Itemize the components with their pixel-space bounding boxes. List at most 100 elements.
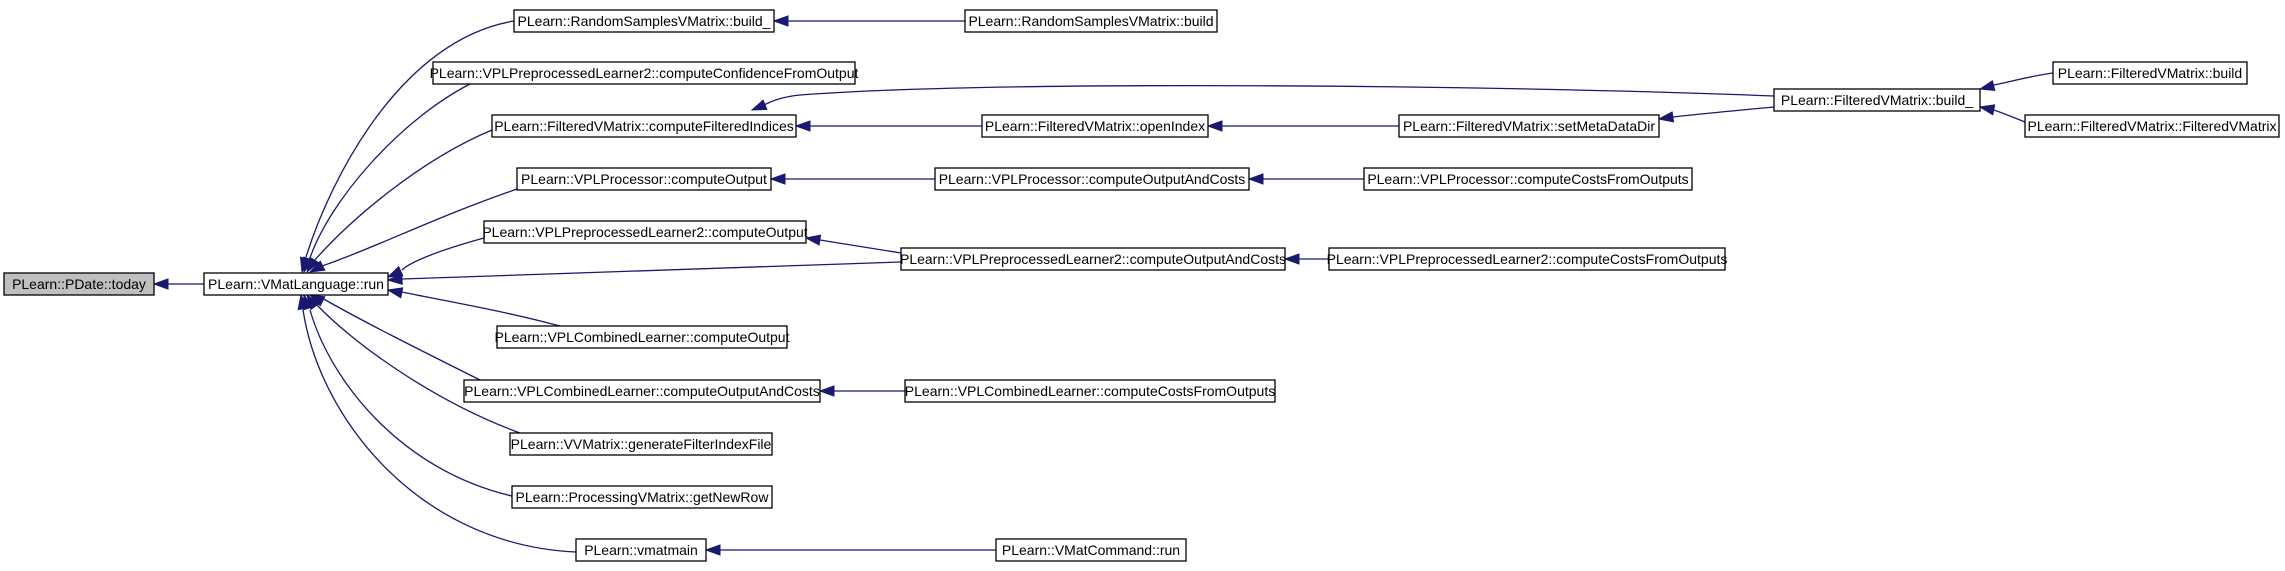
- call-edge: [1206, 120, 1399, 132]
- node-filtered-openindex[interactable]: PLearn::FilteredVMatrix::openIndex: [981, 114, 1209, 138]
- edge-line: [305, 20, 515, 258]
- node-box: [3, 272, 155, 296]
- node-pdate-today[interactable]: PLearn::PDate::today: [3, 272, 155, 296]
- node-vplpre2-costsfromoutputs[interactable]: PLearn::VPLPreprocessedLearner2::compute…: [1327, 247, 1728, 271]
- edge-line: [1993, 72, 2054, 86]
- node-label: PLearn::VMatLanguage::run: [208, 276, 384, 292]
- node-label: PLearn::FilteredVMatrix::computeFiltered…: [494, 118, 794, 134]
- node-vplcomb-costsfromoutputs[interactable]: PLearn::VPLCombinedLearner::computeCosts…: [904, 379, 1276, 403]
- node-vmatlanguage-run[interactable]: PLearn::VMatLanguage::run: [203, 272, 389, 296]
- node-vvmatrix-genfilter[interactable]: PLearn::VVMatrix::generateFilterIndexFil…: [509, 432, 773, 456]
- node-box: [2024, 114, 2280, 138]
- node-label: PLearn::VPLPreprocessedLearner2::compute…: [430, 65, 859, 81]
- node-label: PLearn::VPLProcessor::computeOutputAndCo…: [939, 171, 1246, 187]
- node-label: PLearn::ProcessingVMatrix::getNewRow: [516, 489, 770, 505]
- node-processing-getnewrow[interactable]: PLearn::ProcessingVMatrix::getNewRow: [511, 485, 773, 509]
- node-label: PLearn::FilteredVMatrix::setMetaDataDir: [1403, 118, 1655, 134]
- arrowhead-icon: [704, 544, 721, 556]
- node-filtered-computefiltered[interactable]: PLearn::FilteredVMatrix::computeFiltered…: [491, 114, 797, 138]
- call-edge: [152, 278, 204, 290]
- node-label: PLearn::VVMatrix::generateFilterIndexFil…: [511, 436, 772, 452]
- arrowhead-icon: [804, 234, 822, 246]
- call-edge: [297, 293, 577, 553]
- node-vplproc-computeoutput[interactable]: PLearn::VPLProcessor::computeOutput: [516, 167, 772, 191]
- node-label: PLearn::FilteredVMatrix::build_: [1781, 92, 1973, 108]
- node-vmatcommand-run[interactable]: PLearn::VMatCommand::run: [995, 538, 1187, 562]
- node-vplproc-costsfromoutputs[interactable]: PLearn::VPLProcessor::computeCostsFromOu…: [1363, 167, 1693, 191]
- node-label: PLearn::VPLProcessor::computeCostsFromOu…: [1367, 171, 1688, 187]
- node-box: [1398, 114, 1660, 138]
- node-label: PLearn::vmatmain: [584, 542, 698, 558]
- node-vmatmain[interactable]: PLearn::vmatmain: [575, 538, 707, 562]
- node-vplpre2-outputandcosts[interactable]: PLearn::VPLPreprocessedLearner2::compute…: [900, 247, 1286, 271]
- call-edge: [1657, 106, 1775, 123]
- edge-line: [302, 309, 577, 553]
- node-label: PLearn::VPLCombinedLearner::computeOutpu…: [464, 383, 820, 399]
- call-edge: [769, 173, 935, 185]
- node-label: PLearn::FilteredVMatrix::build: [2058, 65, 2242, 81]
- edge-line: [321, 187, 521, 267]
- arrowhead-icon: [386, 287, 404, 299]
- arrowhead-icon: [750, 99, 768, 111]
- arrowhead-icon: [1978, 79, 1996, 92]
- node-filtered-build[interactable]: PLearn::FilteredVMatrix::build: [2052, 61, 2248, 85]
- call-edge: [308, 187, 521, 273]
- call-edge: [750, 84, 1775, 111]
- node-filtered-ctor[interactable]: PLearn::FilteredVMatrix::FilteredVMatrix: [2024, 114, 2280, 138]
- node-box: [511, 485, 773, 509]
- node-box: [513, 9, 775, 33]
- arrowhead-icon: [1206, 120, 1223, 132]
- node-label: PLearn::VPLPreprocessedLearner2::compute…: [482, 224, 807, 240]
- node-randomsamples-build-[interactable]: PLearn::RandomSamplesVMatrix::build_: [513, 9, 775, 33]
- node-vplcomb-outputandcosts[interactable]: PLearn::VPLCombinedLearner::computeOutpu…: [463, 379, 821, 403]
- node-box: [995, 538, 1187, 562]
- node-box: [1773, 88, 1981, 112]
- call-edge: [794, 120, 982, 132]
- node-box: [463, 379, 821, 403]
- call-edge: [704, 544, 996, 556]
- node-vplproc-outputandcosts[interactable]: PLearn::VPLProcessor::computeOutputAndCo…: [934, 167, 1250, 191]
- call-edge: [306, 293, 521, 434]
- edge-line: [1993, 109, 2026, 123]
- edge-line: [401, 291, 561, 327]
- arrowhead-icon: [1283, 253, 1300, 265]
- node-filtered-build-[interactable]: PLearn::FilteredVMatrix::build_: [1773, 88, 1981, 112]
- call-nodes: PLearn::PDate::today PLearn::VMatLanguage…: [3, 9, 2280, 562]
- arrowhead-icon: [1657, 111, 1675, 123]
- call-edge: [818, 385, 905, 397]
- call-edge: [386, 287, 561, 327]
- node-box: [516, 167, 772, 191]
- node-label: PLearn::FilteredVMatrix::FilteredVMatrix: [2028, 118, 2277, 134]
- node-label: PLearn::VPLPreprocessedLearner2::compute…: [900, 251, 1286, 267]
- node-filtered-setmetadatadir[interactable]: PLearn::FilteredVMatrix::setMetaDataDir: [1398, 114, 1660, 138]
- arrowhead-icon: [306, 256, 320, 274]
- call-edge: [804, 234, 902, 254]
- arrowhead-icon: [818, 385, 835, 397]
- node-label: PLearn::VPLCombinedLearner::computeOutpu…: [495, 329, 790, 345]
- arrowhead-icon: [1978, 104, 1996, 116]
- node-vplpre2-computeoutput[interactable]: PLearn::VPLPreprocessedLearner2::compute…: [482, 220, 808, 244]
- arrowhead-icon: [769, 173, 786, 185]
- edge-line: [309, 309, 513, 497]
- node-vplpre2-confidence[interactable]: PLearn::VPLPreprocessedLearner2::compute…: [430, 61, 859, 85]
- node-box: [904, 379, 1276, 403]
- arrowhead-icon: [1247, 173, 1264, 185]
- node-randomsamples-build[interactable]: PLearn::RandomSamplesVMatrix::build: [964, 9, 1218, 33]
- node-vplcomb-computeoutput[interactable]: PLearn::VPLCombinedLearner::computeOutpu…: [495, 325, 790, 349]
- call-edge: [1247, 173, 1364, 185]
- node-box: [964, 9, 1218, 33]
- arrowhead-icon: [297, 293, 309, 311]
- call-edge: [303, 83, 471, 274]
- node-label: PLearn::FilteredVMatrix::openIndex: [985, 118, 1205, 134]
- arrowhead-icon: [772, 15, 789, 27]
- call-edges: [152, 15, 2054, 556]
- arrowhead-icon: [386, 273, 403, 285]
- edge-line: [313, 129, 493, 262]
- edge-line: [401, 261, 902, 280]
- node-box: [203, 272, 389, 296]
- call-edge: [1283, 253, 1329, 265]
- edge-line: [309, 83, 471, 259]
- node-box: [1363, 167, 1693, 191]
- node-box: [900, 247, 1286, 271]
